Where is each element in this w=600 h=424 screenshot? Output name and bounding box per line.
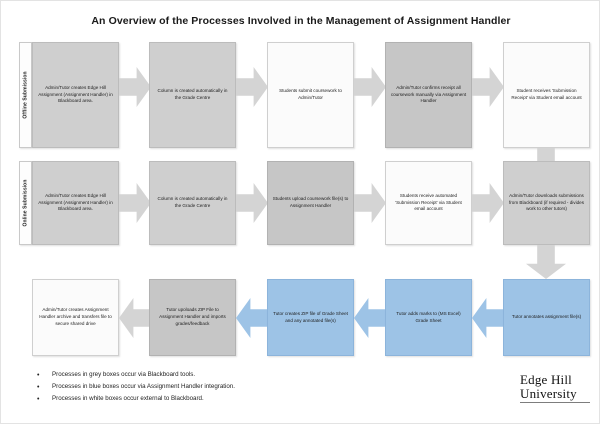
process-box-online-2: Column is created automatically in the G… [149,161,236,245]
legend-item-grey: Processes in grey boxes occur via Blackb… [35,368,335,382]
process-box-marking-3: Tutor creates ZIP file of Grade Sheet an… [267,279,354,356]
process-box-offline-2-text: Column is created automatically in the G… [157,88,228,100]
arrow-online-3-to-4 [354,183,386,223]
process-box-marking-2: Tutor adds marks to (MS Excel) Grade She… [385,279,472,356]
arrow-marking-4-to-5 [119,298,151,338]
process-box-offline-4-text: Admin/Tutor confirms receipt all coursew… [390,84,467,104]
arrow-offline-1-to-2 [119,67,151,107]
logo-line-1: Edge Hill [520,372,572,387]
lane-label-online-submission-text: Online Submission [22,179,29,227]
process-box-offline-1-text: Admin/Tutor creates Edge Hill Assignment… [38,84,113,104]
process-box-offline-4: Admin/Tutor confirms receipt all coursew… [385,42,472,148]
logo-line-2: University [520,386,577,402]
arrow-marking-1-to-2 [472,298,504,338]
process-box-online-5: Admin/Tutor downloads submissions from B… [503,161,590,245]
process-box-marking-1: Tutor annotates assignment file(s) [503,279,590,356]
arrow-marking-3-to-4 [236,298,268,338]
legend: Processes in grey boxes occur via Blackb… [35,368,335,407]
process-box-offline-5: Student receives 'Submission Receipt' vi… [503,42,590,148]
legend-item-white: Processes in white boxes occur external … [35,393,335,407]
logo-underline [520,402,590,404]
process-box-marking-4-text: Tutor upoloads ZIP File to Assignment Ha… [159,307,226,326]
process-box-online-4: Students receive automated 'Submission R… [385,161,472,245]
process-box-online-5-text: Admin/Tutor downloads submissions from B… [508,192,585,212]
process-box-online-2-text: Column is created automatically in the G… [157,196,228,208]
process-box-online-1-text: Admin/Tutor creates Edge Hill Assignment… [38,192,113,212]
arrow-offline-4-to-5 [472,67,504,107]
process-box-marking-1-text: Tutor annotates assignment file(s) [511,314,582,320]
arrow-online-to-marking-connector [526,245,566,279]
page-title: An Overview of the Processes Involved in… [91,15,511,27]
arrow-online-4-to-5 [472,183,504,223]
process-box-offline-3: Students submit coursework to Admin/Tuto… [267,42,354,148]
arrow-offline-2-to-3 [236,67,268,107]
process-box-marking-3-text: Tutor creates ZIP file of Grade Sheet an… [273,310,348,323]
process-box-online-3-text: Students upload coursework file(s) to As… [272,196,349,208]
process-box-online-4-text: Students receive automated 'Submission R… [395,192,462,212]
arrow-marking-2-to-3 [354,298,386,338]
process-box-offline-1: Admin/Tutor creates Edge Hill Assignment… [32,42,119,148]
process-box-offline-5-text: Student receives 'Submission Receipt' vi… [511,88,582,100]
process-box-offline-3-text: Students submit coursework to Admin/Tuto… [279,88,342,100]
process-box-marking-2-text: Tutor adds marks to (MS Excel) Grade She… [396,310,461,323]
process-box-online-1: Admin/Tutor creates Edge Hill Assignment… [32,161,119,245]
process-box-marking-4: Tutor upoloads ZIP File to Assignment Ha… [149,279,236,356]
process-box-marking-5: Admin/Tutor creates Assignment Handler a… [32,279,119,356]
lane-label-online-submission: Online Submission [19,161,32,245]
edge-hill-university-logo: Edge Hill University [520,372,590,404]
arrow-online-1-to-2 [119,183,151,223]
lane-label-offline-submission-text: Offline Submission [22,71,29,119]
process-box-online-3: Students upload coursework file(s) to As… [267,161,354,245]
lane-label-offline-submission: Offline Submission [19,42,32,148]
arrow-online-2-to-3 [236,183,268,223]
legend-item-blue: Processes in blue boxes occur via Assign… [35,381,335,395]
process-box-offline-2: Column is created automatically in the G… [149,42,236,148]
arrow-offline-3-to-4 [354,67,386,107]
process-box-marking-5-text: Admin/Tutor creates Assignment Handler a… [39,307,112,326]
